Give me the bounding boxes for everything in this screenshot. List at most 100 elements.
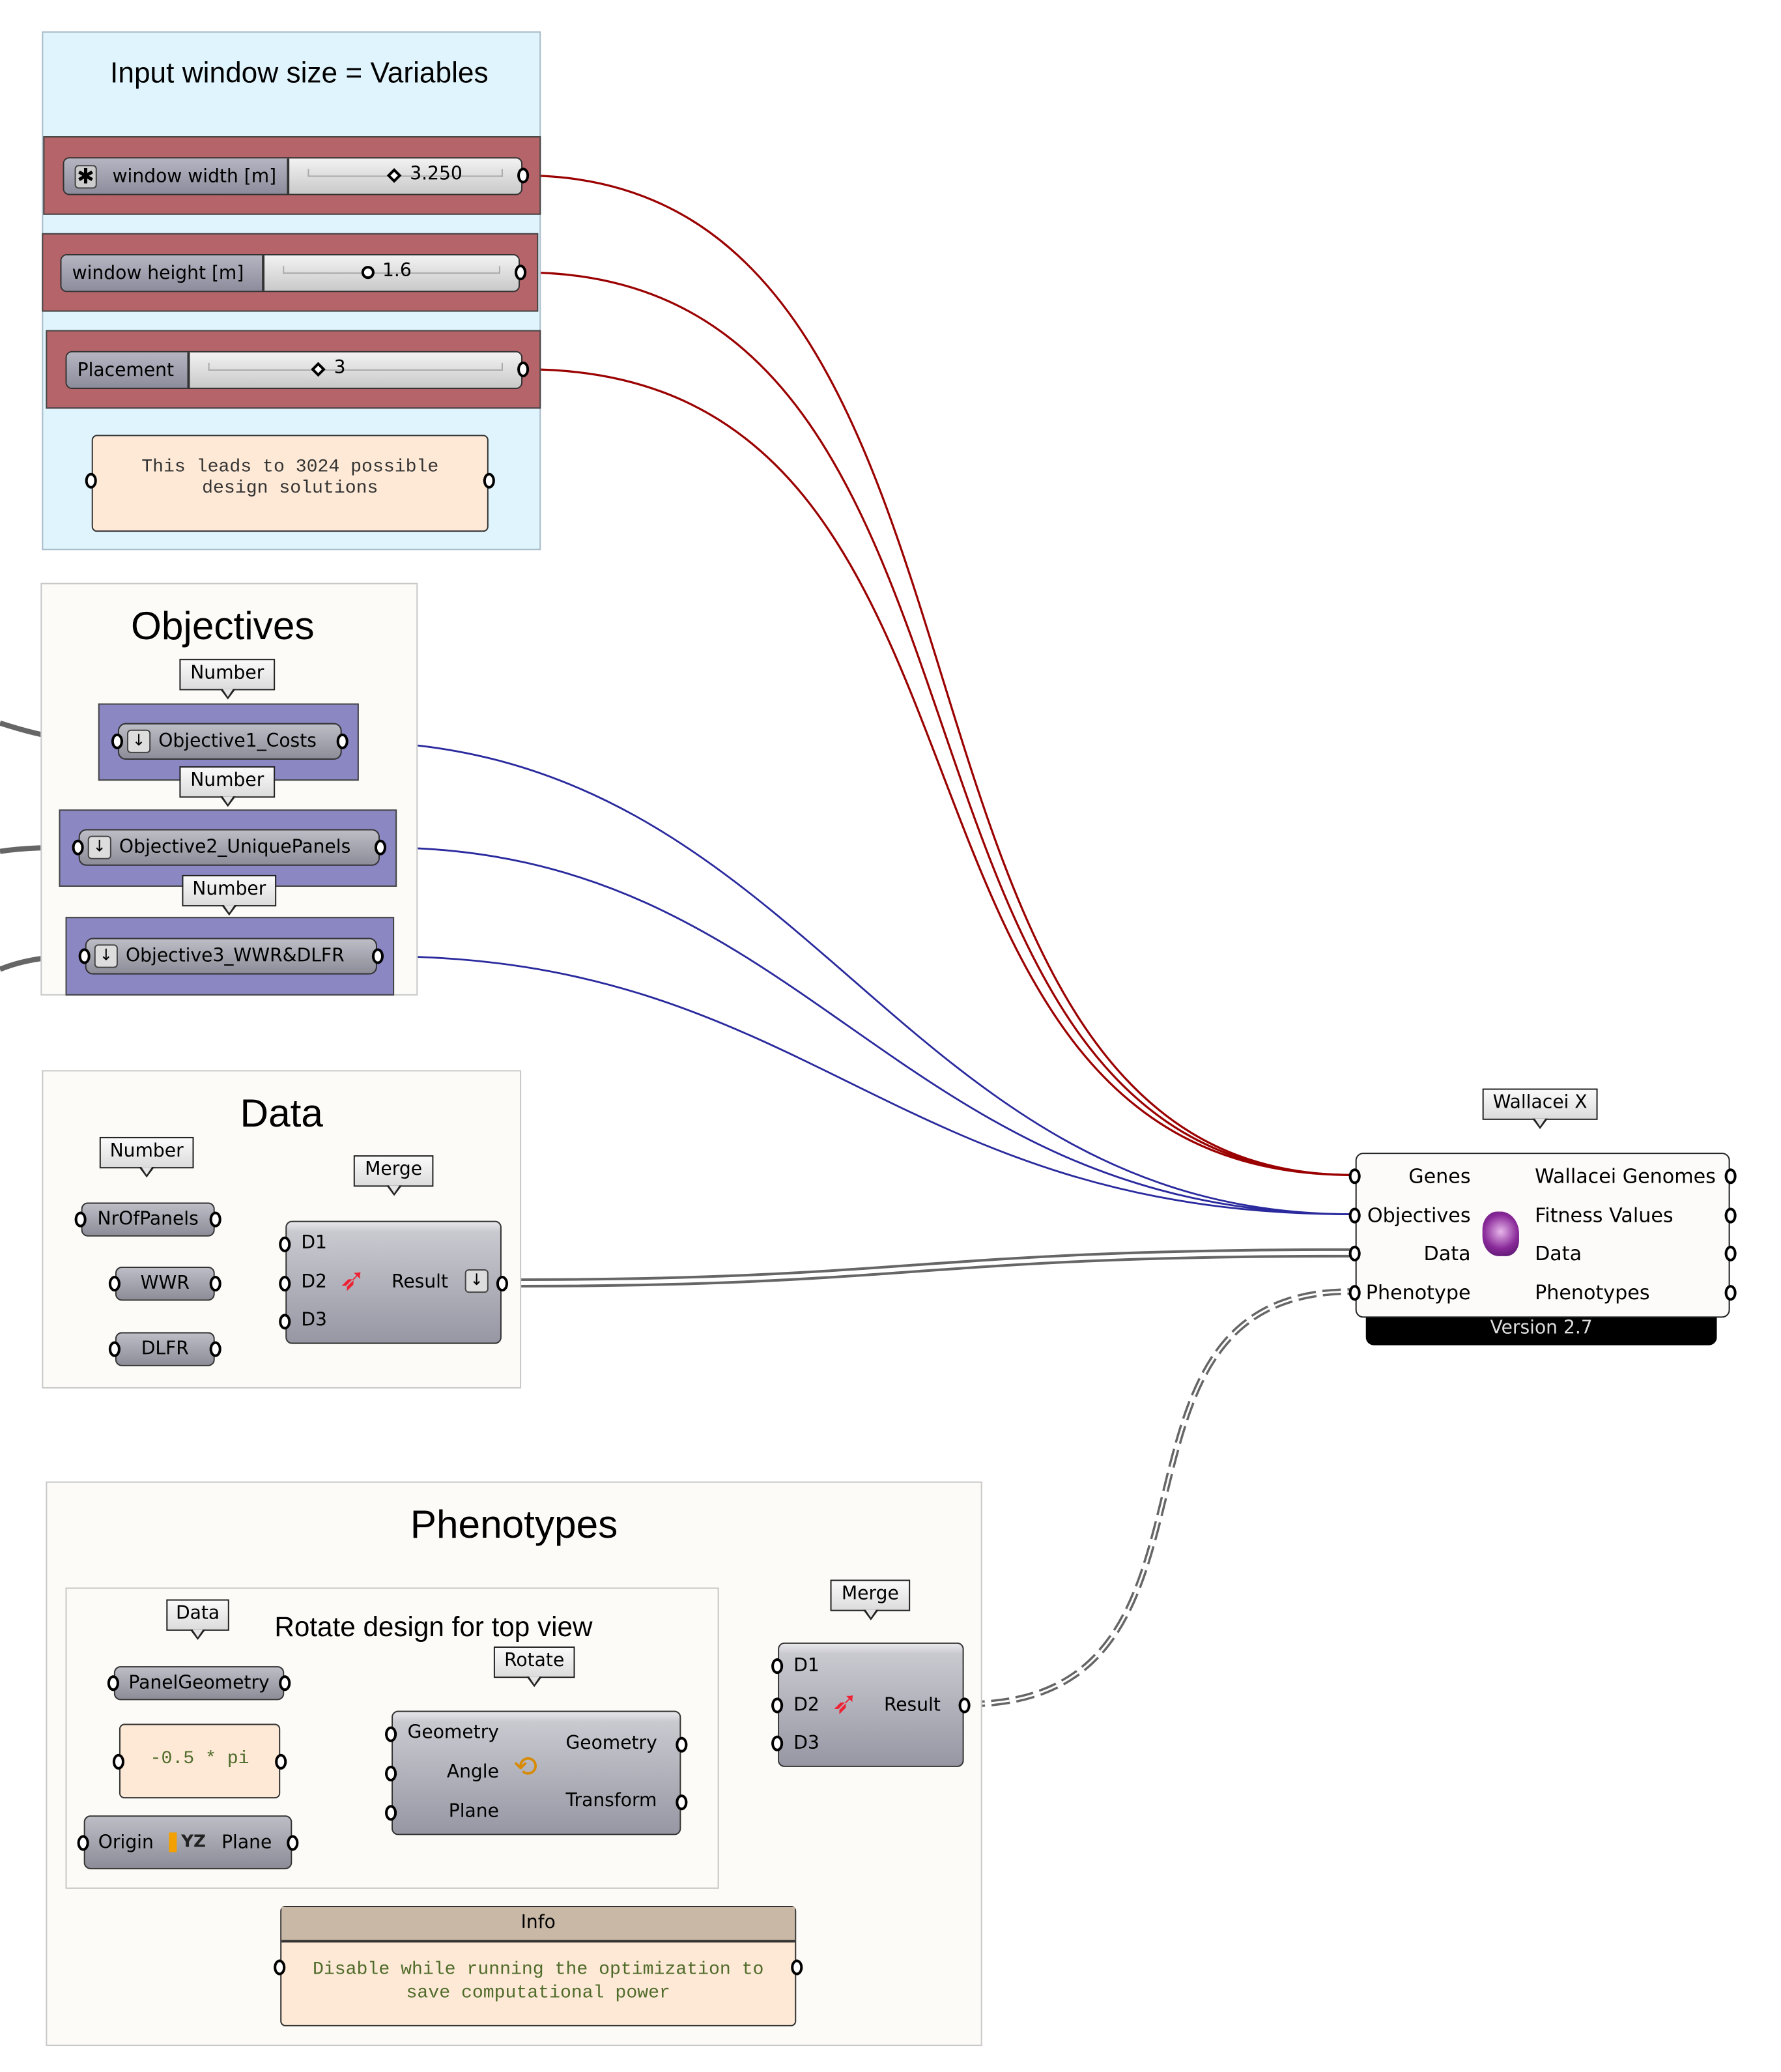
param-nrofpanels[interactable]: NrOfPanels bbox=[74, 1202, 221, 1237]
wallacei-component[interactable]: Genes Objectives Data Phenotype Wallacei… bbox=[1348, 1153, 1737, 1318]
merge-input[interactable]: D3 bbox=[301, 1310, 327, 1331]
output-grip[interactable] bbox=[791, 1959, 803, 1976]
note-panel[interactable]: This leads to 3024 possible design solut… bbox=[85, 435, 495, 532]
output-grip[interactable] bbox=[517, 167, 530, 184]
output-grip[interactable] bbox=[958, 1697, 971, 1714]
input-grip[interactable] bbox=[108, 1341, 121, 1357]
expression-panel[interactable]: -0.5 * pi bbox=[112, 1723, 287, 1799]
output-grip[interactable] bbox=[279, 1675, 291, 1691]
input-genes[interactable]: Genes bbox=[1408, 1164, 1471, 1188]
group-title: Phenotypes bbox=[410, 1503, 618, 1547]
output-grip[interactable] bbox=[336, 733, 349, 749]
merge-tag: Merge bbox=[830, 1579, 911, 1620]
merge-output[interactable]: Result bbox=[883, 1695, 941, 1716]
input-grip[interactable] bbox=[385, 1805, 397, 1821]
slider-value: 3 bbox=[334, 357, 346, 379]
input-grip[interactable] bbox=[1348, 1245, 1361, 1261]
output-grip[interactable] bbox=[1724, 1285, 1737, 1301]
param-label: WWR bbox=[140, 1273, 190, 1295]
input-grip[interactable] bbox=[77, 1835, 89, 1851]
input-grip[interactable] bbox=[72, 839, 84, 856]
output-grip[interactable] bbox=[483, 472, 495, 489]
objective1-param[interactable]: ↓Objective1_Costs bbox=[111, 723, 349, 760]
rotate-output[interactable]: Geometry bbox=[565, 1733, 657, 1754]
output-grip[interactable] bbox=[676, 1736, 688, 1753]
param-label: Objective3_WWR&DLFR bbox=[125, 945, 345, 967]
rotate-tag: Rotate bbox=[493, 1646, 575, 1688]
input-grip[interactable] bbox=[78, 948, 91, 964]
input-grip[interactable] bbox=[111, 733, 123, 749]
number-tag: Number bbox=[182, 874, 277, 916]
param-dlfr[interactable]: DLFR bbox=[108, 1332, 221, 1366]
input-grip[interactable] bbox=[279, 1276, 291, 1292]
objective2-param[interactable]: ↓Objective2_UniquePanels bbox=[72, 829, 387, 866]
input-grip[interactable] bbox=[107, 1675, 119, 1691]
output-grip[interactable] bbox=[374, 839, 387, 856]
rotate-input[interactable]: Angle bbox=[446, 1761, 499, 1783]
output-grip[interactable] bbox=[517, 361, 530, 377]
input-grip[interactable] bbox=[1348, 1168, 1361, 1185]
merge-input[interactable]: D3 bbox=[793, 1733, 819, 1754]
input-objectives[interactable]: Objectives bbox=[1367, 1203, 1471, 1228]
rotate-input[interactable]: Plane bbox=[448, 1801, 499, 1822]
output-fitness[interactable]: Fitness Values bbox=[1535, 1203, 1674, 1228]
input-grip[interactable] bbox=[771, 1697, 784, 1714]
output-genomes[interactable]: Wallacei Genomes bbox=[1535, 1164, 1716, 1188]
slider-window-height[interactable]: window height [m] 1.6 bbox=[60, 253, 527, 293]
merge-input[interactable]: D1 bbox=[793, 1656, 819, 1677]
asterisk-icon: ✱ bbox=[74, 164, 97, 188]
param-wwr[interactable]: WWR bbox=[108, 1266, 221, 1301]
yz-plane-component[interactable]: Origin YZ Plane bbox=[77, 1815, 299, 1869]
input-grip[interactable] bbox=[74, 1211, 87, 1228]
rotate-output[interactable]: Transform bbox=[565, 1791, 657, 1812]
output-grip[interactable] bbox=[209, 1276, 221, 1292]
input-data[interactable]: Data bbox=[1423, 1241, 1471, 1265]
input-grip[interactable] bbox=[279, 1236, 291, 1252]
output-grip[interactable] bbox=[275, 1753, 287, 1770]
input-grip[interactable] bbox=[771, 1735, 784, 1751]
output-grip[interactable] bbox=[496, 1276, 508, 1292]
merge-input[interactable]: D2 bbox=[793, 1695, 819, 1716]
plane-input[interactable]: Origin bbox=[98, 1832, 154, 1853]
output-phenotypes[interactable]: Phenotypes bbox=[1535, 1281, 1650, 1305]
output-grip[interactable] bbox=[371, 948, 384, 964]
rotate-component[interactable]: Geometry Angle Plane ⟲ Geometry Transfor… bbox=[385, 1710, 688, 1835]
slider-window-width[interactable]: ✱window width [m] 3.250 bbox=[63, 157, 530, 195]
output-grip[interactable] bbox=[1724, 1168, 1737, 1185]
plane-output[interactable]: Plane bbox=[221, 1832, 272, 1853]
output-data[interactable]: Data bbox=[1535, 1241, 1582, 1265]
objective3-param[interactable]: ↓Objective3_WWR&DLFR bbox=[78, 938, 384, 975]
merge-input[interactable]: D1 bbox=[301, 1232, 327, 1254]
input-grip[interactable] bbox=[771, 1658, 784, 1675]
output-grip[interactable] bbox=[1724, 1207, 1737, 1224]
input-grip[interactable] bbox=[1348, 1207, 1361, 1224]
input-grip[interactable] bbox=[385, 1765, 397, 1782]
input-grip[interactable] bbox=[274, 1959, 286, 1976]
rotate-input[interactable]: Geometry bbox=[407, 1722, 499, 1744]
output-grip[interactable] bbox=[209, 1211, 221, 1228]
slider-handle[interactable] bbox=[361, 266, 375, 280]
output-grip[interactable] bbox=[287, 1835, 299, 1851]
info-text: Disable while running the optimization t… bbox=[312, 1959, 764, 2004]
slider-placement[interactable]: Placement 3 bbox=[65, 351, 530, 390]
input-grip[interactable] bbox=[385, 1726, 397, 1742]
merge-component[interactable]: D1 D2 D3 ➶ Result ↓ bbox=[279, 1220, 508, 1344]
output-grip[interactable] bbox=[209, 1341, 221, 1357]
output-grip[interactable] bbox=[515, 265, 527, 281]
input-grip[interactable] bbox=[279, 1314, 291, 1330]
output-grip[interactable] bbox=[676, 1794, 688, 1811]
input-phenotype[interactable]: Phenotype bbox=[1365, 1281, 1471, 1305]
merge-output[interactable]: Result bbox=[392, 1272, 449, 1293]
number-tag: Number bbox=[179, 659, 276, 700]
input-grip[interactable] bbox=[1348, 1285, 1361, 1301]
output-grip[interactable] bbox=[1724, 1245, 1737, 1261]
info-panel[interactable]: Info Disable while running the optimizat… bbox=[274, 1905, 803, 2026]
input-grip[interactable] bbox=[85, 472, 97, 489]
param-panelgeometry[interactable]: PanelGeometry bbox=[107, 1666, 291, 1701]
merge-component-phenotypes[interactable]: D1 D2 D3 ➶ Result bbox=[771, 1642, 971, 1767]
merge-input[interactable]: D2 bbox=[301, 1272, 327, 1293]
input-grip[interactable] bbox=[112, 1753, 124, 1770]
input-grip[interactable] bbox=[108, 1276, 121, 1292]
arrow-down-icon: ↓ bbox=[87, 835, 111, 859]
yz-plane-icon: YZ bbox=[169, 1832, 206, 1852]
